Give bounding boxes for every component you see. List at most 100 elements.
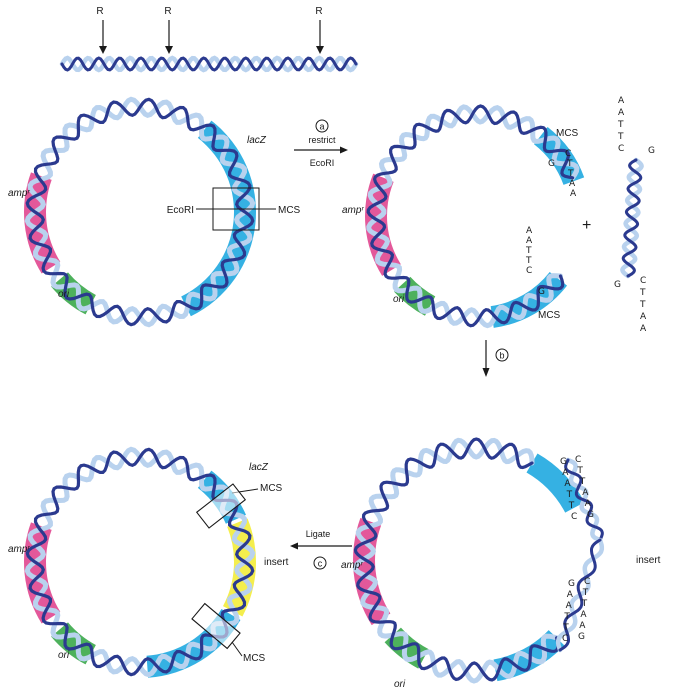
insert-fragment: A A T T C G G C T T A A (614, 96, 655, 334)
junction1-left-base-3: A (564, 479, 571, 489)
junction1-left-base-1: G (560, 457, 567, 467)
mcs-box-bottom (191, 602, 241, 650)
step-b-arrowhead (482, 368, 490, 377)
sticky-end-bottom: A A T T C G (525, 226, 545, 297)
frag-bottom-base-3: T (639, 300, 646, 310)
ecori-label: EcoRI (167, 205, 194, 216)
frag-bottom-base-5: A (640, 324, 647, 334)
frag-top-base-5: C (618, 144, 624, 154)
panel-cut-plasmid: MCS MCS ampʳ ori G C T T A A A A T T C G… (342, 104, 591, 329)
sticky-bottom-base-2: A (526, 236, 533, 246)
frag-bottom-g: G (614, 280, 621, 290)
junction1-left-base-6: C (571, 512, 577, 522)
site-label-1: R (96, 6, 103, 17)
ori-label-cut: ori (393, 294, 405, 305)
frag-top-base-4: T (617, 132, 624, 142)
mcs-boxes (191, 483, 247, 657)
ori-segment-cut (394, 276, 436, 316)
lacz-segment-annealed-top (526, 453, 585, 513)
plasmid-recombinant-strand-dark (25, 447, 255, 677)
step-a-label: restrict (309, 135, 336, 145)
amp-label: ampʳ (8, 188, 30, 199)
insert-label-recombinant: insert (264, 557, 289, 568)
site-arrowhead-2 (165, 46, 173, 54)
restriction-site-3: R (315, 6, 324, 54)
sticky-top-base-6: A (570, 189, 577, 199)
sticky-top-base-2: C (565, 149, 571, 159)
sticky-top-base-4: T (567, 169, 574, 179)
step-c-label: Ligate (306, 529, 331, 539)
plasmid-ring-annealed (352, 437, 605, 684)
junction2-left-base-6: C (562, 634, 568, 644)
amp-label-recombinant: ampʳ (8, 544, 30, 555)
sticky-top-base-3: T (566, 159, 573, 169)
step-a-restrict: a restrict EcoRI (294, 119, 348, 168)
junction2-left-base-1: G (568, 579, 575, 589)
insert-lower-strand-dark (558, 538, 602, 652)
restriction-site-2: R (164, 6, 173, 54)
plasmid-cut-strand-dark (366, 104, 575, 328)
frag-bottom-base-4: A (640, 312, 647, 322)
sticky-bottom-base-5: C (526, 266, 532, 276)
site-label-3: R (315, 6, 322, 17)
frag-top-base-2: A (618, 108, 625, 118)
junction1-right-base-5: A (585, 499, 592, 509)
sticky-bottom-base-6: G (538, 287, 545, 297)
mcs-box-top (195, 483, 247, 529)
junction1-right-base-1: C (575, 455, 581, 465)
junction2-right-base-1: C (584, 577, 590, 587)
frag-top-g: G (648, 146, 655, 156)
frag-bottom-base-1: C (640, 276, 646, 286)
mcs-top-label: MCS (556, 128, 579, 139)
sticky-bottom-base-4: T (525, 256, 532, 266)
panel-recombinant-plasmid: lacZ ampʳ ori insert MCS MCS (8, 446, 289, 678)
ori-segment (51, 272, 96, 315)
step-a-marker (315, 119, 329, 133)
amp-label-annealed: ampʳ (341, 560, 363, 571)
frag-top-base-1: A (618, 96, 625, 106)
junction2-right-base-5: A (579, 621, 586, 631)
step-c-marker (313, 556, 327, 570)
step-a-enzyme: EcoRI (310, 158, 335, 168)
step-c-arrowhead (290, 542, 298, 550)
ori-label: ori (58, 289, 70, 300)
plus-sign: + (582, 217, 591, 234)
junction1-right-base-6: G (587, 510, 594, 520)
junction2-left-base-5: T (562, 623, 569, 633)
linear-dna-strand-dark (60, 56, 358, 72)
ori-label-annealed: ori (394, 679, 406, 690)
step-a-arrowhead (340, 146, 348, 154)
frag-top-base-3: T (617, 120, 624, 130)
mcs-bottom-label-recombinant: MCS (243, 653, 266, 664)
junction2-left-base-3: A (566, 601, 573, 611)
step-b-anneal: b (482, 340, 509, 377)
junction1-left-base-4: T (566, 490, 573, 500)
linear-helix (59, 55, 359, 73)
panel-intact-plasmid: lacZ ampʳ ori EcoRI MCS (8, 96, 301, 328)
junction1-left-base-5: T (568, 501, 575, 511)
fragment-helix (620, 157, 644, 279)
site-arrowhead-1 (99, 46, 107, 54)
junction2-right-base-4: A (580, 610, 587, 620)
mcs-label: MCS (278, 205, 301, 216)
site-label-2: R (164, 6, 171, 17)
step-b-marker (495, 348, 509, 362)
mcs-bottom-label: MCS (538, 310, 561, 321)
step-c-ligate: Ligate c (290, 529, 352, 570)
junction1-left-base-2: A (562, 468, 569, 478)
restriction-site-1: R (96, 6, 107, 54)
step-b-letter: b (499, 351, 504, 361)
junction1-right-base-4: A (582, 488, 589, 498)
sticky-bottom-base-3: T (525, 246, 532, 256)
sticky-bottom-base-1: A (526, 226, 533, 236)
plasmid-ring-intact (23, 96, 256, 328)
step-a-letter: a (319, 122, 324, 132)
linear-dna-top: R R R (59, 6, 359, 73)
junction1-right-base-3: T (579, 477, 586, 487)
ori-segment-recombinant (51, 622, 96, 665)
lacz-label-recombinant: lacZ (249, 462, 269, 473)
junction2-right-base-6: G (578, 632, 585, 642)
